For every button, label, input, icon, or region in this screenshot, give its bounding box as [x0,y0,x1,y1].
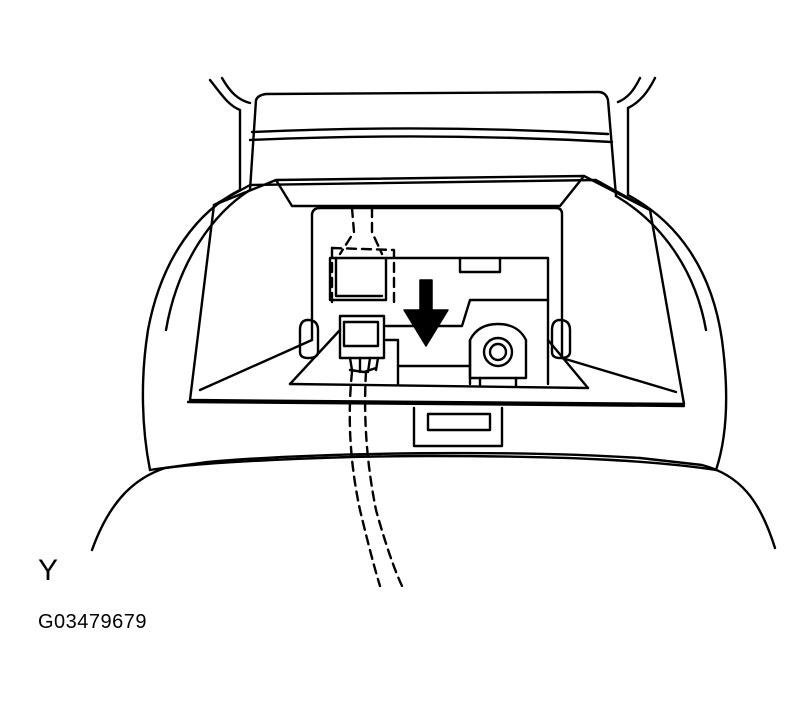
headrest-stays [208,76,657,197]
figure-code: G03479679 [38,611,148,633]
headrest [248,90,618,198]
hidden-harness [330,206,404,588]
recess-frame [186,174,686,408]
release-tab [412,406,504,448]
module-assembly [328,256,550,388]
view-label: Y [38,554,59,587]
wire-connector [338,314,386,374]
down-arrow-icon [403,279,449,347]
seat-cushion [90,451,777,552]
inner-bezel [198,206,678,394]
